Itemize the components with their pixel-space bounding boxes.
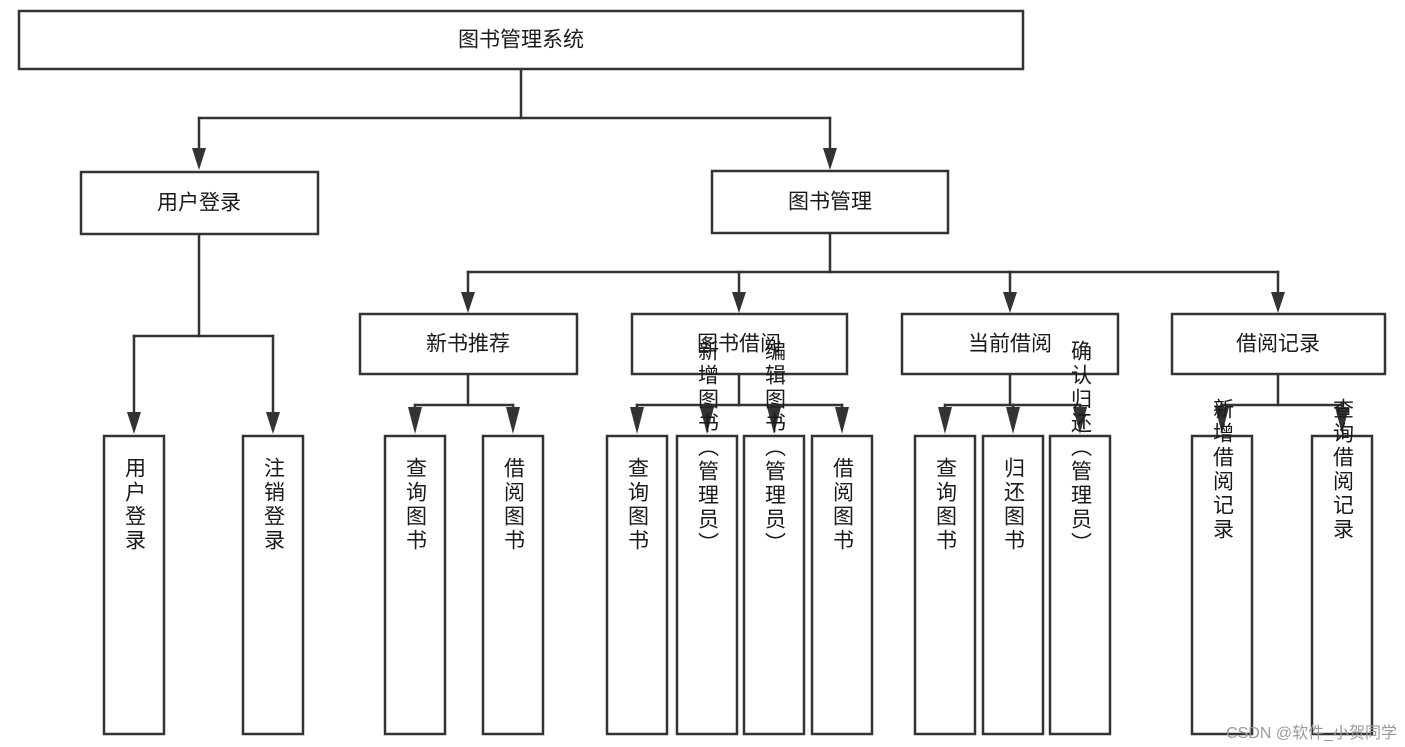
leaf-node-book-borrow-4-label: 借阅图书 [831,457,855,553]
leaf-node-book-borrow-2[interactable]: 新增图书（管理员） [675,340,739,736]
node-user-login-box[interactable] [79,170,320,236]
node-new-book-recommend[interactable]: 新书推荐 [358,312,579,376]
leaf-node-book-borrow-1-label: 查询图书 [626,457,650,553]
leaf-node-current-borrow-3-box[interactable] [1048,434,1112,736]
leaf-node-new-book-recommend-2[interactable]: 借阅图书 [481,434,545,736]
leaf-node-book-borrow-3-label: 编辑图书（管理员） [763,340,787,556]
node-book-management-box[interactable] [710,169,950,235]
leaf-node-borrow-record-1-label: 新增借阅记录 [1211,398,1235,542]
connector-group-book-borrow [630,372,849,434]
leaf-node-book-borrow-1[interactable]: 查询图书 [605,434,669,736]
node-book-management-label: 图书管理 [788,191,872,214]
node-current-borrow-label: 当前借阅 [968,333,1052,356]
node-root-system-label: 图书管理系统 [458,29,584,52]
node-root-system-box[interactable] [17,9,1025,71]
connector-group-user-login [127,232,280,434]
arrow-head-book-borrow [732,292,746,313]
arrow-head-leaf-cb-3 [1073,407,1087,434]
node-borrow-record[interactable]: 借阅记录 [1170,312,1387,376]
node-book-borrow-box[interactable] [630,312,849,376]
leaf-node-book-borrow-4-box[interactable] [810,434,874,736]
leaf-node-new-book-recommend-1-box[interactable] [383,434,447,736]
connector-group-root [192,67,837,170]
leaf-node-borrow-record-2-box[interactable] [1310,434,1374,736]
leaf-node-new-book-recommend-1[interactable]: 查询图书 [383,434,447,736]
leaf-node-book-borrow-2-label: 新增图书（管理员） [696,340,720,556]
leaf-node-new-book-recommend-2-box[interactable] [481,434,545,736]
node-borrow-record-label: 借阅记录 [1236,333,1320,356]
leaf-node-borrow-record-1-box[interactable] [1190,434,1254,736]
connector-group-book-mgmt [461,231,1285,313]
arrow-head-leaf-br-1 [1215,407,1229,434]
leaf-node-current-borrow-1-box[interactable] [913,434,977,736]
connector-group-current-borrow [938,372,1087,434]
leaf-node-user-login-2-label: 注销登录 [262,457,286,553]
leaf-node-borrow-record-2[interactable]: 查询借阅记录 [1310,398,1374,736]
leaf-node-book-borrow-3-box[interactable] [742,434,806,736]
node-book-management[interactable]: 图书管理 [710,169,950,235]
node-root-system[interactable]: 图书管理系统 [17,9,1025,71]
node-user-login-label: 用户登录 [157,192,241,215]
leaf-node-new-book-recommend-2-label: 借阅图书 [502,457,526,553]
leaf-node-current-borrow-1[interactable]: 查询图书 [913,434,977,736]
leaf-node-current-borrow-2-box[interactable] [981,434,1045,736]
arrow-head-leaf-br-2 [1335,407,1349,434]
leaf-node-user-login-1[interactable]: 用户登录 [102,434,166,736]
leaf-node-user-login-2-box[interactable] [241,434,305,736]
arrow-head-leaf-bb-4 [835,407,849,434]
connector-group-new-book-recommend [408,372,520,434]
arrow-head-leaf-user-login-1 [127,412,141,434]
arrow-head-user-login [192,148,206,170]
node-new-book-recommend-label: 新书推荐 [426,333,510,356]
node-new-book-recommend-box[interactable] [358,312,579,376]
node-borrow-record-box[interactable] [1170,312,1387,376]
node-book-borrow-label: 图书借阅 [697,333,781,356]
arrow-head-current-borrow [1003,292,1017,313]
arrow-head-borrow-record [1271,292,1285,313]
arrow-head-leaf-nbr-2 [506,407,520,434]
arrow-head-new-book-recommend [461,292,475,313]
leaf-node-current-borrow-2-label: 归还图书 [1002,457,1026,553]
leaf-node-current-borrow-2[interactable]: 归还图书 [981,434,1045,736]
arrow-head-leaf-bb-2 [700,407,714,434]
leaf-node-current-borrow-3-label: 确认归还（管理员） [1069,340,1093,556]
node-user-login[interactable]: 用户登录 [79,170,320,236]
leaf-node-user-login-2[interactable]: 注销登录 [241,434,305,736]
leaf-node-book-borrow-4[interactable]: 借阅图书 [810,434,874,736]
connector-group-borrow-record [1215,372,1349,434]
leaf-node-borrow-record-1[interactable]: 新增借阅记录 [1190,398,1254,736]
leaf-node-borrow-record-2-label: 查询借阅记录 [1331,398,1355,542]
leaf-node-book-borrow-2-box[interactable] [675,434,739,736]
arrow-head-leaf-bb-3 [767,407,781,434]
leaf-node-book-borrow-1-box[interactable] [605,434,669,736]
arrow-head-book-mgmt [823,148,837,170]
leaf-node-new-book-recommend-1-label: 查询图书 [404,457,428,553]
arrow-head-leaf-nbr-1 [408,407,422,434]
node-current-borrow[interactable]: 当前借阅 [900,312,1120,376]
leaf-node-user-login-1-label: 用户登录 [123,457,147,553]
leaf-node-book-borrow-3[interactable]: 编辑图书（管理员） [742,340,806,736]
node-current-borrow-box[interactable] [900,312,1120,376]
leaf-node-current-borrow-3[interactable]: 确认归还（管理员） [1048,340,1112,736]
arrow-head-leaf-user-login-2 [266,412,280,434]
leaf-node-current-borrow-1-label: 查询图书 [934,457,958,553]
node-book-borrow[interactable]: 图书借阅 [630,312,849,376]
arrow-head-leaf-bb-1 [630,407,644,434]
arrow-head-leaf-cb-1 [938,407,952,434]
leaf-node-user-login-1-box[interactable] [102,434,166,736]
arrow-head-leaf-cb-2 [1006,407,1020,434]
